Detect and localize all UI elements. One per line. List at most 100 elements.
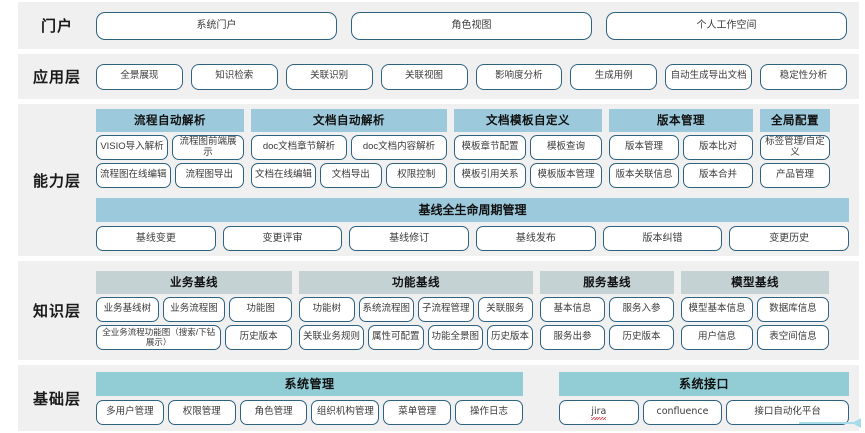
foundation-item[interactable]: confluence (642, 399, 723, 425)
knowledge-item[interactable]: 业务基线树 (96, 297, 159, 322)
application-item[interactable]: 自动生成导出文档 (665, 63, 753, 90)
knowledge-item[interactable]: 关联服务 (477, 297, 534, 322)
capability-item[interactable]: 标签管理/自定义 (760, 135, 830, 160)
application-item[interactable]: 关联视图 (380, 63, 468, 90)
capability-item[interactable]: 流程图导出 (174, 163, 244, 188)
group-row: 基本信息 服务入参 (540, 297, 675, 322)
application-item[interactable]: 全景展现 (96, 63, 183, 90)
capability-item[interactable]: 流程图在线编辑 (96, 163, 171, 188)
knowledge-item[interactable]: 数据库信息 (757, 297, 830, 322)
lifecycle-item[interactable]: 变更历史 (729, 226, 850, 251)
capability-item[interactable]: 版本合并 (683, 163, 753, 188)
knowledge-item[interactable]: 服务入参 (609, 297, 675, 322)
foundation-item[interactable]: 组织机构管理 (311, 399, 380, 425)
capability-item[interactable]: doc文档内容解析 (351, 135, 447, 160)
capability-item[interactable]: VISIO导入解析 (96, 135, 168, 160)
capability-item[interactable]: 版本比对 (683, 135, 753, 160)
knowledge-item[interactable]: 模型基本信息 (681, 297, 754, 322)
foundation-item[interactable]: 接口自动化平台 (726, 399, 850, 425)
application-item[interactable]: 影响度分析 (475, 63, 563, 90)
knowledge-group-model: 模型基线 模型基本信息 数据库信息 用户信息 表空间信息 (681, 271, 830, 350)
lifecycle-item[interactable]: 基线修订 (349, 226, 470, 251)
corner-arrow-icon (852, 418, 861, 428)
knowledge-item[interactable]: 历史版本 (225, 325, 292, 350)
group-row: jira confluence 接口自动化平台 (559, 399, 850, 425)
portal-items: 系统门户 角色视图 个人工作空间 (96, 11, 859, 40)
capability-item[interactable]: 模板章节配置 (454, 135, 526, 160)
foundation-item[interactable]: 权限管理 (167, 399, 236, 425)
knowledge-item[interactable]: 历史版本 (487, 325, 534, 350)
knowledge-item[interactable]: 功能图 (229, 297, 293, 322)
knowledge-item[interactable]: 功能树 (299, 297, 355, 322)
capability-item[interactable]: 文档导出 (320, 163, 382, 188)
knowledge-item[interactable]: 基本信息 (540, 297, 606, 322)
knowledge-item[interactable]: 属性可配置 (368, 325, 424, 350)
lifecycle-item[interactable]: 基线发布 (476, 226, 596, 251)
knowledge-group-business: 业务基线 业务基线树 业务流程图 功能图 全业务流程功能图（搜索/下钻展示） 历… (96, 271, 293, 350)
group-row: 业务基线树 业务流程图 功能图 (96, 297, 293, 322)
capability-item[interactable]: 版本关联信息 (609, 163, 679, 188)
foundation-item[interactable]: 操作日志 (455, 399, 523, 425)
knowledge-item[interactable]: 系统流程图 (358, 297, 415, 322)
lifecycle-item[interactable]: 变更评审 (222, 226, 343, 251)
foundation-item[interactable]: jira (559, 399, 639, 425)
group-title: 模型基线 (681, 271, 830, 294)
group-row: 流程图在线编辑 流程图导出 (96, 163, 244, 188)
baseline-lifecycle-section: 基线全生命周期管理 基线变更 变更评审 基线修订 基线发布 版本纠错 变更历史 (96, 198, 850, 251)
knowledge-item[interactable]: 业务流程图 (162, 297, 226, 322)
layer-foundation: 基础层 系统管理 多用户管理 权限管理 角色管理 组织机构管理 菜单管理 操作日… (18, 365, 859, 431)
group-row: 服务出参 历史版本 (540, 325, 675, 350)
capability-group-version: 版本管理 版本管理 版本比对 版本关联信息 版本合并 (609, 109, 753, 188)
capability-group-flow-parse: 流程自动解析 VISIO导入解析 流程图前端展示 流程图在线编辑 流程图导出 (96, 109, 244, 188)
application-item[interactable]: 关联识别 (285, 63, 373, 90)
capability-item[interactable]: 产品管理 (760, 163, 830, 188)
foundation-groups: 系统管理 多用户管理 权限管理 角色管理 组织机构管理 菜单管理 操作日志 系统… (96, 371, 850, 425)
knowledge-item[interactable]: 服务出参 (540, 325, 606, 350)
group-title: 文档自动解析 (251, 109, 447, 132)
knowledge-item[interactable]: 关联业务规则 (299, 325, 365, 350)
layer-label-portal: 门户 (40, 18, 73, 35)
knowledge-item[interactable]: 功能全景图 (427, 325, 484, 350)
layer-capability: 能力层 流程自动解析 VISIO导入解析 流程图前端展示 流程图在线编辑 流程图… (18, 104, 859, 256)
foundation-item[interactable]: 多用户管理 (96, 399, 164, 425)
group-row: doc文档章节解析 doc文档内容解析 (251, 135, 447, 160)
application-items: 全景展现 知识检索 关联识别 关联视图 影响度分析 生成用例 自动生成导出文档 … (96, 63, 859, 90)
corner-accent-rule (799, 422, 861, 424)
capability-item[interactable]: 版本管理 (609, 135, 679, 160)
group-row: 模板引用关系 模板版本管理 (454, 163, 602, 188)
group-row: 功能树 系统流程图 子流程管理 关联服务 (299, 297, 534, 322)
capability-item[interactable]: 权限控制 (385, 163, 448, 188)
foundation-group-system-interface: 系统接口 jira confluence 接口自动化平台 (559, 371, 850, 425)
knowledge-item[interactable]: 历史版本 (609, 325, 675, 350)
portal-item[interactable]: 系统门户 (96, 11, 337, 40)
foundation-item[interactable]: 菜单管理 (383, 399, 452, 425)
lifecycle-item[interactable]: 版本纠错 (602, 226, 723, 251)
group-row: VISIO导入解析 流程图前端展示 (96, 135, 244, 160)
knowledge-item[interactable]: 表空间信息 (757, 325, 830, 350)
group-row: 产品管理 (760, 163, 830, 188)
capability-item[interactable]: 流程图前端展示 (172, 135, 244, 160)
capability-group-global-config: 全局配置 标签管理/自定义 产品管理 (760, 109, 830, 188)
application-body: 全景展现 知识检索 关联识别 关联视图 影响度分析 生成用例 自动生成导出文档 … (96, 54, 859, 99)
knowledge-item[interactable]: 用户信息 (681, 325, 754, 350)
group-title: 功能基线 (299, 271, 534, 294)
foundation-item[interactable]: 角色管理 (239, 399, 308, 425)
capability-item[interactable]: 模板引用关系 (454, 163, 526, 188)
capability-item[interactable]: 模板版本管理 (530, 163, 602, 188)
lifecycle-item[interactable]: 基线变更 (96, 226, 216, 251)
portal-item[interactable]: 角色视图 (351, 11, 592, 40)
group-row: 多用户管理 权限管理 角色管理 组织机构管理 菜单管理 操作日志 (96, 399, 523, 425)
capability-item[interactable]: 文档在线编辑 (251, 163, 317, 188)
knowledge-item[interactable]: 子流程管理 (418, 297, 474, 322)
application-item[interactable]: 知识检索 (190, 63, 278, 90)
jira-label: jira (591, 405, 607, 421)
capability-item[interactable]: doc文档章节解析 (251, 135, 347, 160)
group-row: 模型基本信息 数据库信息 (681, 297, 830, 322)
knowledge-item[interactable]: 全业务流程功能图（搜索/下钻展示） (96, 325, 222, 350)
application-item[interactable]: 稳定性分析 (760, 63, 847, 90)
application-item[interactable]: 生成用例 (570, 63, 658, 90)
group-title: 流程自动解析 (96, 109, 244, 132)
capability-item[interactable]: 模板查询 (530, 135, 602, 160)
capability-body: 流程自动解析 VISIO导入解析 流程图前端展示 流程图在线编辑 流程图导出 文… (96, 104, 859, 256)
portal-item[interactable]: 个人工作空间 (606, 11, 847, 40)
